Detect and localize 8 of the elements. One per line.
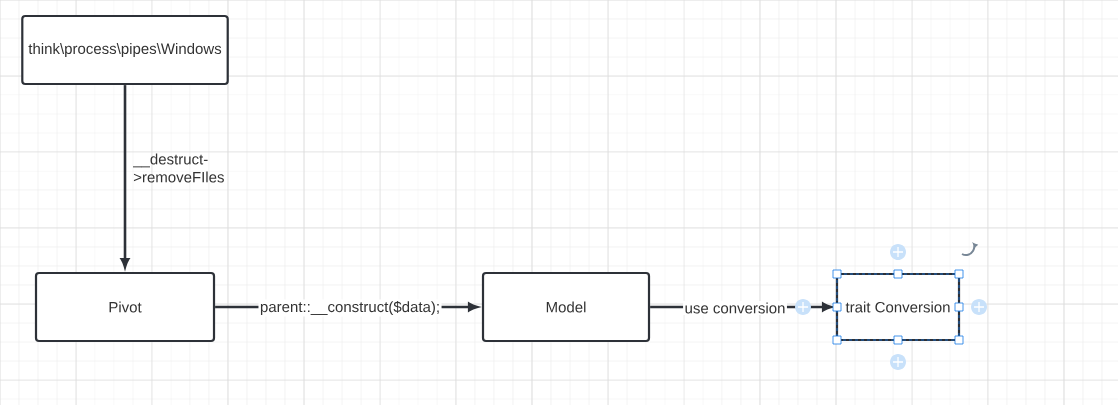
process-box: trait Conversion <box>835 272 961 342</box>
edge-label: __destruct->removeFIles <box>133 153 224 183</box>
process-box: think\process\pipes\Windows <box>21 14 229 86</box>
process-box: Pivot <box>34 271 216 343</box>
edge-label: use conversion <box>683 301 787 315</box>
edge-label: parent::__construct($data); <box>258 299 442 317</box>
arrow <box>120 85 130 269</box>
process-box: Model <box>481 271 651 343</box>
